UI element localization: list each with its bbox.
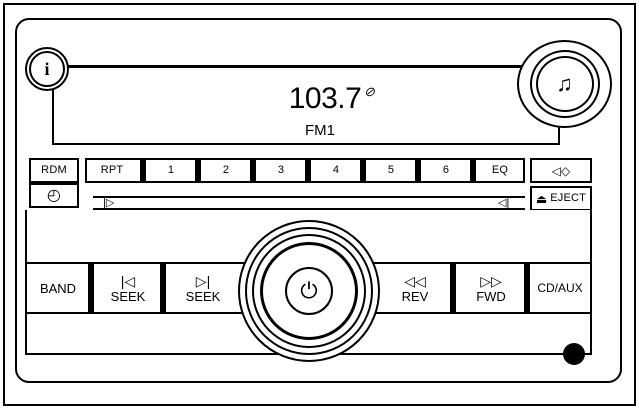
preset-5-label: 5 <box>387 164 395 176</box>
rdm-button[interactable]: RDM <box>29 158 79 183</box>
display-window <box>52 63 560 145</box>
power-knob-ring-2: ⏻ <box>252 234 366 348</box>
progress-end-marker: ◁| <box>498 197 510 209</box>
button-divider <box>524 262 530 314</box>
eq-button[interactable]: EQ <box>477 160 523 181</box>
power-volume-knob[interactable]: ⏻ <box>238 220 380 362</box>
seek-forward-label: SEEK <box>185 288 221 304</box>
preset-divider <box>250 158 256 183</box>
power-button[interactable]: ⏻ <box>285 267 333 315</box>
band-button[interactable]: BAND <box>28 264 88 312</box>
preset-divider <box>305 158 311 183</box>
preset-3-label: 3 <box>277 164 285 176</box>
audio-icon: ◁◇ <box>551 163 571 178</box>
rdm-label: RDM <box>41 164 67 176</box>
rpt-button[interactable]: RPT <box>87 160 137 181</box>
button-divider <box>450 262 456 314</box>
fwd-label: FWD <box>476 288 506 304</box>
button-divider <box>160 262 166 314</box>
preset-3-button[interactable]: 3 <box>257 160 305 181</box>
preset-divider <box>470 158 476 183</box>
seek-forward-icon: ▷| <box>195 272 211 289</box>
seek-back-label: SEEK <box>110 288 146 304</box>
clock-button[interactable]: ◴ <box>29 183 79 208</box>
preset-6-button[interactable]: 6 <box>422 160 470 181</box>
disc-progress-strip <box>93 196 525 210</box>
eq-label: EQ <box>491 164 509 176</box>
tune-knob-ring: ♫ <box>529 50 600 118</box>
tune-knob[interactable]: ♫ <box>517 40 612 128</box>
button-divider <box>88 262 94 314</box>
power-knob-ring-1: ⏻ <box>245 227 373 355</box>
seek-back-icon: |◁ <box>120 272 136 289</box>
frequency-readout: 103.7 <box>288 82 362 115</box>
preset-2-label: 2 <box>222 164 230 176</box>
info-knob-inner: i <box>29 51 65 87</box>
fwd-icon: ▷▷ <box>480 272 502 289</box>
preset-1-button[interactable]: 1 <box>147 160 195 181</box>
cd-aux-button[interactable]: CD/AUX <box>531 264 589 312</box>
aux-input-jack <box>563 343 585 365</box>
music-note-icon: ♫ <box>556 71 573 96</box>
eject-icon: ⏏ <box>535 191 548 206</box>
progress-start-marker: |▷ <box>103 197 115 209</box>
preset-divider <box>360 158 366 183</box>
rev-label: REV <box>401 288 429 304</box>
tune-knob-center: ♫ <box>535 56 594 112</box>
rev-button[interactable]: ◁◁ REV <box>382 264 448 312</box>
preset-5-button[interactable]: 5 <box>367 160 415 181</box>
cd-aux-label: CD/AUX <box>537 281 583 295</box>
rds-icon: ⊘ <box>364 84 375 99</box>
seek-back-button[interactable]: |◁ SEEK <box>96 264 160 312</box>
band-readout: FM1 <box>305 122 335 139</box>
info-knob[interactable]: i <box>25 47 69 91</box>
seek-forward-button[interactable]: ▷| SEEK <box>168 264 238 312</box>
preset-1-label: 1 <box>167 164 175 176</box>
preset-2-button[interactable]: 2 <box>202 160 250 181</box>
preset-4-button[interactable]: 4 <box>312 160 360 181</box>
eject-label: EJECT <box>550 192 587 204</box>
preset-6-label: 6 <box>442 164 450 176</box>
clock-icon: ◴ <box>46 186 62 204</box>
rev-icon: ◁◁ <box>404 272 426 289</box>
preset-4-label: 4 <box>332 164 340 176</box>
info-icon: i <box>44 58 50 79</box>
eject-button[interactable]: ⏏ EJECT <box>530 186 592 211</box>
audio-button[interactable]: ◁◇ <box>530 158 592 183</box>
disc-slot <box>60 65 538 68</box>
band-label: BAND <box>39 280 77 296</box>
power-knob-ring-3: ⏻ <box>260 242 358 340</box>
power-icon: ⏻ <box>300 278 318 304</box>
preset-divider <box>415 158 421 183</box>
preset-divider <box>140 158 146 183</box>
rpt-label: RPT <box>100 164 124 176</box>
preset-divider <box>195 158 201 183</box>
fwd-button[interactable]: ▷▷ FWD <box>458 264 524 312</box>
